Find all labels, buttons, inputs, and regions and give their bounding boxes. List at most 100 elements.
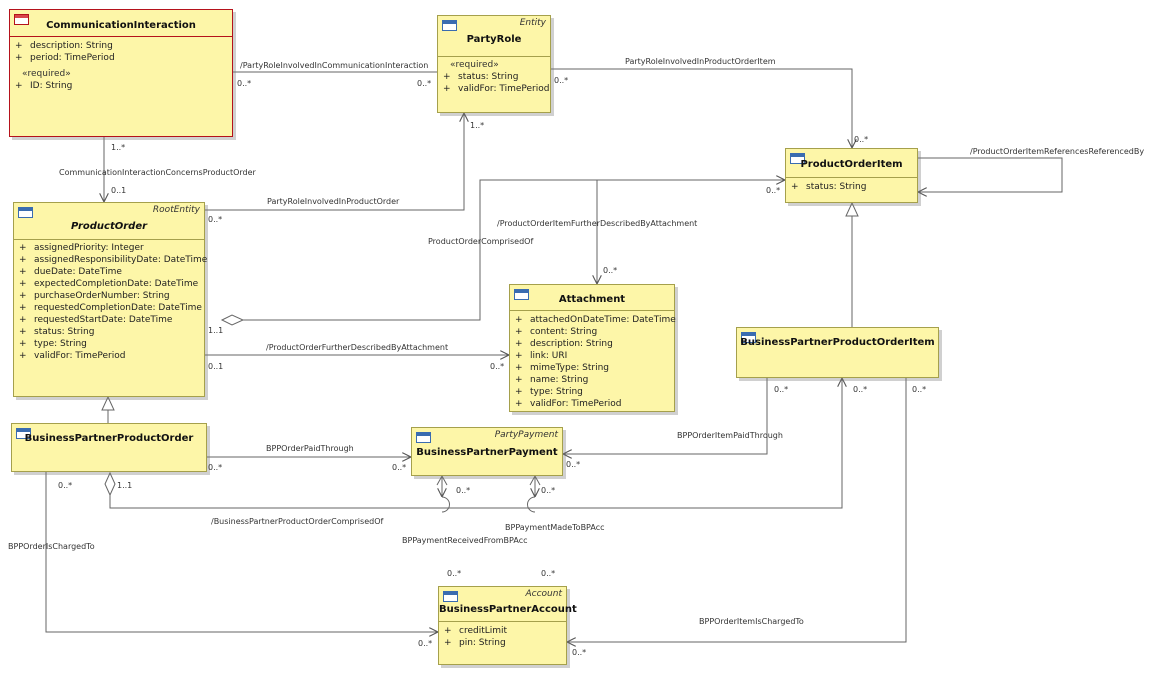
attribute: +expectedCompletionDate: DateTime — [19, 279, 199, 289]
class-name: ProductOrder — [70, 221, 148, 232]
assoc-label: /ProductOrderItemReferencesReferencedBy — [970, 147, 1145, 156]
class-bp-product-order[interactable]: BusinessPartnerProductOrder — [11, 423, 207, 472]
multiplicity: 0..* — [541, 486, 556, 495]
multiplicity: 1..1 — [117, 481, 133, 490]
attribute-list: «required» +status: String +validFor: Ti… — [438, 59, 550, 95]
assoc-label: BPPOrderIsChargedTo — [8, 542, 95, 551]
assoc-label: /ProductOrderFurtherDescribedByAttachmen… — [266, 343, 449, 352]
assoc-label: BPPaymentReceivedFromBPAcc — [402, 536, 528, 545]
multiplicity: 0..* — [603, 266, 618, 275]
attribute: +dueDate: DateTime — [19, 267, 122, 277]
multiplicity: 1..1 — [208, 326, 224, 335]
multiplicity: 0..* — [912, 385, 927, 394]
class-product-order-item[interactable]: ProductOrderItem +status: String — [785, 148, 918, 203]
attribute: +status: String — [19, 327, 95, 337]
class-name: BusinessPartnerProductOrderItem — [740, 337, 935, 348]
class-icon — [16, 428, 31, 439]
class-bp-account[interactable]: Account BusinessPartnerAccount +creditLi… — [438, 586, 577, 665]
attribute: +assignedPriority: Integer — [19, 243, 144, 253]
class-bp-payment[interactable]: PartyPayment BusinessPartnerPayment — [411, 427, 563, 476]
multiplicity: 0..* — [541, 569, 556, 578]
multiplicity: 0..* — [208, 463, 223, 472]
assoc-line-bppo-account[interactable] — [46, 472, 438, 632]
attribute-list: +attachedOnDateTime: DateTime +content: … — [510, 314, 676, 410]
generalization-triangle-bppo — [101, 395, 115, 411]
assoc-label: /BusinessPartnerProductOrderComprisedOf — [211, 517, 384, 526]
class-icon — [741, 332, 756, 343]
stereotype-label: «required» — [22, 69, 71, 79]
class-product-order[interactable]: RootEntity ProductOrder +assignedPriorit… — [13, 202, 207, 397]
multiplicity: 0..* — [572, 648, 587, 657]
assoc-label: BPPOrderItemPaidThrough — [677, 431, 783, 440]
attribute-list: +status: String — [786, 181, 917, 193]
attribute: +purchaseOrderNumber: String — [19, 291, 170, 301]
attribute-list: +description: String +period: TimePeriod… — [10, 40, 232, 92]
attribute: +pin: String — [444, 638, 506, 648]
multiplicity: 0..* — [853, 385, 868, 394]
multiplicity: 0..* — [554, 76, 569, 85]
attribute: +validFor: TimePeriod — [515, 399, 622, 409]
class-icon — [514, 289, 529, 300]
attribute: +mimeType: String — [515, 363, 609, 373]
class-separator — [14, 239, 204, 240]
assoc-line-order-item-self[interactable] — [918, 158, 1063, 192]
multiplicity: 0..* — [456, 486, 471, 495]
assoc-label: /PartyRoleInvolvedInCommunicationInterac… — [240, 61, 429, 70]
attribute: +type: String — [19, 339, 87, 349]
attribute: +description: String — [515, 339, 613, 349]
assoc-label: BPPOrderPaidThrough — [266, 444, 354, 453]
class-name: ProductOrderItem — [800, 159, 903, 170]
attribute: +name: String — [515, 375, 589, 385]
attribute: +attachedOnDateTime: DateTime — [515, 315, 676, 325]
generalization-triangle-bppoi — [845, 201, 859, 217]
class-separator — [439, 621, 566, 622]
attribute: +requestedCompletionDate: DateTime — [19, 303, 202, 313]
attribute-list: +creditLimit +pin: String — [439, 625, 566, 649]
class-stereotype: PartyPayment — [494, 430, 558, 440]
class-separator — [510, 310, 674, 311]
class-stereotype: Entity — [519, 18, 546, 28]
attribute: +status: String — [443, 72, 519, 82]
assoc-label: BPPaymentMadeToBPAcc — [505, 523, 605, 532]
class-name: Attachment — [558, 294, 626, 305]
class-icon — [18, 207, 33, 218]
class-attachment[interactable]: Attachment +attachedOnDateTime: DateTime… — [509, 284, 676, 412]
multiplicity: 1..* — [111, 143, 126, 152]
attribute: +description: String — [15, 41, 113, 51]
assoc-hop-payment-made-to — [527, 496, 536, 513]
assoc-line-product-order-party-role[interactable] — [205, 113, 464, 210]
class-separator — [438, 56, 550, 57]
class-name: BusinessPartnerProductOrder — [24, 433, 194, 444]
assoc-label: /ProductOrderItemFurtherDescribedByAttac… — [497, 219, 698, 228]
attribute: +requestedStartDate: DateTime — [19, 315, 173, 325]
attribute: +validFor: TimePeriod — [443, 84, 550, 94]
class-bp-product-order-item[interactable]: BusinessPartnerProductOrderItem — [736, 327, 939, 378]
attribute: +period: TimePeriod — [15, 53, 115, 63]
multiplicity: 0..* — [208, 215, 223, 224]
multiplicity: 0..* — [490, 362, 505, 371]
assoc-line-order-comprised-of[interactable] — [243, 180, 785, 321]
assoc-label: CommunicationInteractionConcernsProductO… — [59, 168, 256, 177]
class-separator — [10, 36, 232, 37]
multiplicity: 0..* — [417, 79, 432, 88]
class-name: PartyRole — [466, 34, 522, 45]
class-icon — [443, 591, 458, 602]
attribute: +link: URI — [515, 351, 568, 361]
multiplicity: 0..* — [392, 463, 407, 472]
assoc-line-bppoi-account[interactable] — [567, 378, 906, 642]
attribute: +validFor: TimePeriod — [19, 351, 126, 361]
class-icon — [416, 432, 431, 443]
assoc-line-party-role-order-item[interactable] — [551, 69, 852, 148]
class-name: BusinessPartnerPayment — [416, 447, 558, 458]
attribute: +status: String — [791, 182, 867, 192]
class-icon — [442, 20, 457, 31]
class-name: CommunicationInteraction — [46, 20, 196, 31]
multiplicity: 0..* — [237, 79, 252, 88]
attribute-list: +assignedPriority: Integer +assignedResp… — [14, 242, 207, 362]
class-party-role[interactable]: Entity PartyRole «required» +status: Str… — [437, 15, 551, 113]
attribute: +ID: String — [15, 81, 73, 91]
assoc-label: ProductOrderComprisedOf — [428, 237, 534, 246]
composition-diamond-bppo — [104, 471, 116, 497]
class-communication-interaction[interactable]: CommunicationInteraction +description: S… — [9, 9, 233, 137]
